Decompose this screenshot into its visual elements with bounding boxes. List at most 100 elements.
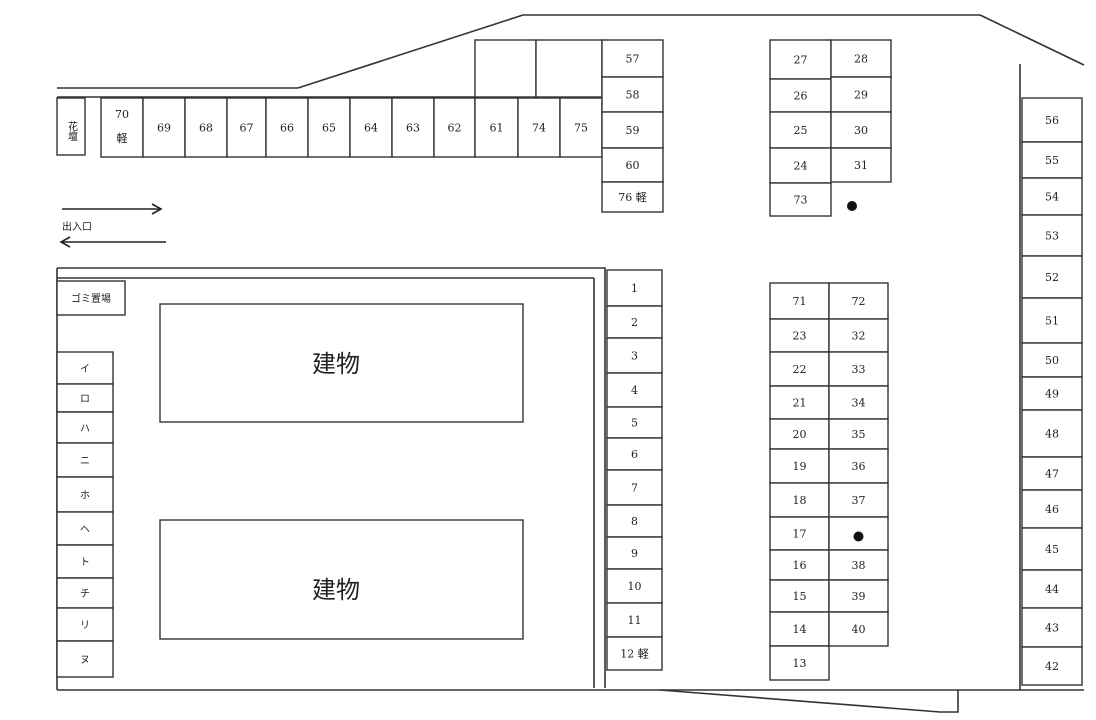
parking-slot[interactable]: 24: [769, 147, 832, 184]
parking-slot[interactable]: ヌ: [56, 640, 114, 678]
parking-slot[interactable]: 26: [769, 78, 832, 113]
parking-slot[interactable]: 75: [559, 97, 603, 158]
parking-slot[interactable]: 65: [307, 97, 351, 158]
parking-slot[interactable]: 60: [601, 147, 664, 183]
slot-number: 70: [115, 108, 129, 121]
parking-slot[interactable]: 55: [1021, 141, 1083, 179]
parking-slot[interactable]: 64: [349, 97, 393, 158]
parking-slot[interactable]: 12 軽: [606, 636, 663, 671]
parking-slot[interactable]: 14: [769, 611, 830, 647]
parking-slot[interactable]: チ: [56, 577, 114, 609]
slot-number: 42: [1045, 660, 1059, 673]
parking-slot[interactable]: 70軽: [100, 97, 144, 158]
parking-slot[interactable]: 66: [265, 97, 309, 158]
parking-slot[interactable]: 1: [606, 269, 663, 307]
slot-number: 52: [1045, 271, 1059, 284]
parking-slot[interactable]: 42: [1021, 646, 1083, 686]
parking-slot[interactable]: 69: [142, 97, 186, 158]
parking-slot[interactable]: 15: [769, 579, 830, 613]
parking-slot[interactable]: 28: [830, 39, 892, 78]
parking-slot[interactable]: 72: [828, 282, 889, 320]
parking-slot[interactable]: 11: [606, 602, 663, 638]
parking-slot[interactable]: 34: [828, 385, 889, 420]
parking-slot[interactable]: 4: [606, 372, 663, 408]
parking-slot[interactable]: 54: [1021, 177, 1083, 216]
parking-slot[interactable]: 47: [1021, 456, 1083, 491]
parking-slot[interactable]: ト: [56, 544, 114, 579]
parking-slot[interactable]: 31: [830, 147, 892, 183]
parking-slot[interactable]: ロ: [56, 383, 114, 413]
parking-slot[interactable]: 57: [601, 39, 664, 78]
slot-box: [391, 97, 435, 158]
parking-slot[interactable]: 35: [828, 418, 889, 450]
parking-slot[interactable]: 37: [828, 482, 889, 518]
parking-slot[interactable]: 2: [606, 305, 663, 339]
parking-slot[interactable]: 52: [1021, 255, 1083, 299]
parking-slot[interactable]: 56: [1021, 97, 1083, 143]
slot-number: チ: [80, 588, 90, 600]
parking-slot[interactable]: ハ: [56, 411, 114, 444]
parking-slot[interactable]: 39: [828, 579, 889, 613]
parking-slot[interactable]: 36: [828, 448, 889, 484]
parking-slot[interactable]: 8: [606, 504, 663, 538]
parking-slot[interactable]: ヘ: [56, 511, 114, 546]
slot-box: [100, 97, 144, 158]
parking-slot[interactable]: 73: [769, 182, 832, 217]
parking-slot[interactable]: 19: [769, 448, 830, 484]
slot-number: 20: [793, 428, 807, 441]
parking-slot[interactable]: 13: [769, 645, 830, 681]
parking-slot[interactable]: ニ: [56, 442, 114, 478]
parking-slot[interactable]: 74: [517, 97, 561, 158]
parking-slot[interactable]: 76 軽: [601, 181, 664, 213]
parking-slot[interactable]: 43: [1021, 607, 1083, 648]
parking-slot[interactable]: 16: [769, 549, 830, 581]
parking-slot[interactable]: 38: [828, 549, 889, 581]
parking-slot[interactable]: 23: [769, 318, 830, 353]
parking-slot[interactable]: 59: [601, 111, 664, 149]
parking-slot[interactable]: 40: [828, 611, 889, 647]
parking-slot[interactable]: 32: [828, 318, 889, 353]
parking-slot[interactable]: 6: [606, 437, 663, 471]
parking-slot[interactable]: 53: [1021, 214, 1083, 257]
parking-slot[interactable]: ホ: [56, 476, 114, 513]
parking-slot[interactable]: 33: [828, 351, 889, 387]
parking-slot[interactable]: 62: [433, 97, 476, 158]
parking-slot[interactable]: [828, 516, 889, 551]
parking-slot[interactable]: 18: [769, 482, 830, 518]
parking-slot[interactable]: 49: [1021, 376, 1083, 411]
slot-number: 27: [794, 54, 808, 67]
parking-slot[interactable]: 67: [226, 97, 267, 158]
parking-slot[interactable]: 5: [606, 406, 663, 439]
parking-slot[interactable]: 71: [769, 282, 830, 320]
parking-slot[interactable]: 17: [769, 516, 830, 551]
parking-slot[interactable]: 61: [474, 97, 519, 158]
slot-number: 6: [631, 448, 638, 461]
parking-slot[interactable]: 51: [1021, 297, 1083, 344]
parking-slot[interactable]: イ: [56, 351, 114, 385]
parking-slot[interactable]: リ: [56, 607, 114, 642]
parking-slot[interactable]: 30: [830, 111, 892, 149]
parking-slot[interactable]: 48: [1021, 409, 1083, 458]
slot-box: [349, 97, 393, 158]
parking-slot[interactable]: 10: [606, 568, 663, 604]
parking-slot[interactable]: 7: [606, 469, 663, 506]
parking-slot[interactable]: 29: [830, 76, 892, 113]
parking-slot[interactable]: 58: [601, 76, 664, 113]
parking-slot[interactable]: 46: [1021, 489, 1083, 529]
slot-box: [830, 111, 892, 149]
parking-slot[interactable]: 20: [769, 418, 830, 450]
parking-slot[interactable]: 50: [1021, 342, 1083, 378]
parking-slot[interactable]: 22: [769, 351, 830, 387]
parking-slot[interactable]: 9: [606, 536, 663, 570]
parking-slot[interactable]: 68: [184, 97, 228, 158]
parking-slot[interactable]: 45: [1021, 527, 1083, 571]
parking-slot[interactable]: 25: [769, 111, 832, 149]
parking-slot[interactable]: 63: [391, 97, 435, 158]
parking-slot[interactable]: 3: [606, 337, 663, 374]
slot-number: 28: [854, 53, 868, 66]
parking-slot[interactable]: 21: [769, 385, 830, 420]
parking-slot[interactable]: 44: [1021, 569, 1083, 609]
parking-slot[interactable]: 27: [769, 39, 832, 80]
slot-box: [769, 182, 832, 217]
